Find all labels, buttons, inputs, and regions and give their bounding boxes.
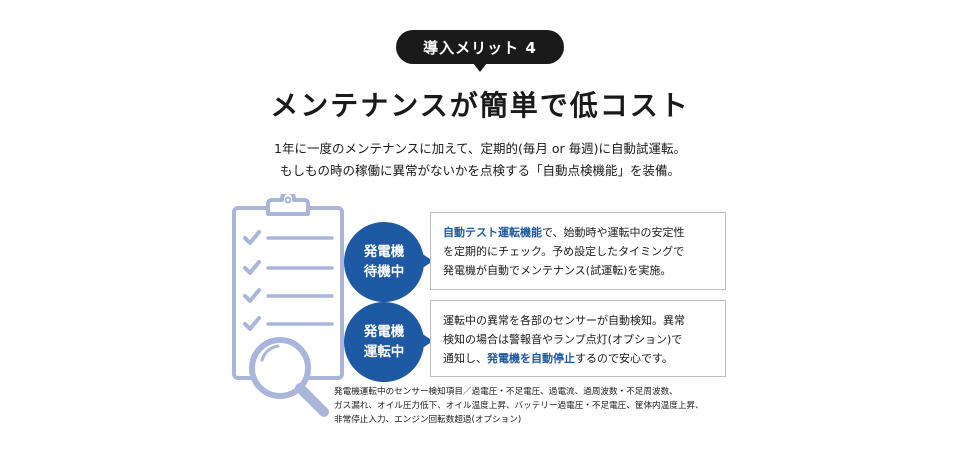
sensor-note-line-2: ガス漏れ、オイル圧力低下、オイル温度上昇、バッテリー過電圧・不足電圧、筐体内温度… bbox=[334, 401, 704, 411]
page-title: メンテナンスが簡単で低コスト bbox=[270, 89, 690, 122]
status-circle-running-line1: 発電機 bbox=[363, 324, 405, 340]
lead-line-1: 1年に一度のメンテナンスに加えて、定期的(毎月 or 毎週)に自動試運転。 bbox=[274, 141, 686, 156]
status-circle-running: 発電機 運転中 bbox=[344, 302, 433, 382]
feature-box-auto-stop: 運転中の異常を各部のセンサーが自動検知。異常 検知の場合は警報音やランプ点灯(オ… bbox=[430, 300, 726, 377]
auto-test-text-3: 発電機が自動でメンテナンス(試運転)を実施。 bbox=[443, 264, 672, 277]
merit-badge-label: 導入メリット 4 bbox=[423, 38, 537, 57]
auto-stop-text-3a: 通知し、 bbox=[443, 352, 487, 365]
auto-stop-text-3b: するので安心です。 bbox=[575, 352, 673, 365]
merit-badge-pointer bbox=[473, 63, 487, 72]
clipboard-checklist-magnifier-icon bbox=[232, 194, 344, 417]
status-circle-running-line2: 運転中 bbox=[363, 344, 405, 360]
merit-badge: 導入メリット 4 bbox=[396, 30, 564, 64]
auto-test-highlight: 自動テスト運転機能 bbox=[443, 226, 542, 239]
auto-test-text-2: を定期的にチェック。予め設定したタイミングで bbox=[443, 245, 685, 258]
status-circle-standby: 発電機 待機中 bbox=[344, 222, 433, 302]
auto-stop-highlight: 発電機を自動停止 bbox=[487, 352, 575, 365]
sensor-items-note: 発電機運転中のセンサー検知項目／過電圧・不足電圧、過電流、過周波数・不足周波数、… bbox=[334, 385, 754, 427]
auto-test-text-1: で、始動時や運転中の安定性 bbox=[542, 226, 685, 239]
sensor-note-line-3: 非常停止入力、エンジン回転数超過(オプション) bbox=[334, 415, 522, 425]
auto-stop-text-1: 運転中の異常を各部のセンサーが自動検知。異常 bbox=[443, 314, 685, 327]
lead-text: 1年に一度のメンテナンスに加えて、定期的(毎月 or 毎週)に自動試運転。 もし… bbox=[0, 138, 960, 182]
status-circle-standby-line1: 発電機 bbox=[363, 244, 405, 260]
lead-line-2: もしもの時の稼働に異常がないかを点検する「自動点検機能」を装備。 bbox=[279, 163, 680, 178]
feature-box-auto-test: 自動テスト運転機能で、始動時や運転中の安定性 を定期的にチェック。予め設定したタ… bbox=[430, 212, 726, 290]
sensor-note-line-1: 発電機運転中のセンサー検知項目／過電圧・不足電圧、過電流、過周波数・不足周波数、 bbox=[334, 387, 678, 397]
status-circle-standby-line2: 待機中 bbox=[363, 264, 405, 280]
auto-stop-text-2: 検知の場合は警報音やランプ点灯(オプション)で bbox=[443, 333, 683, 346]
